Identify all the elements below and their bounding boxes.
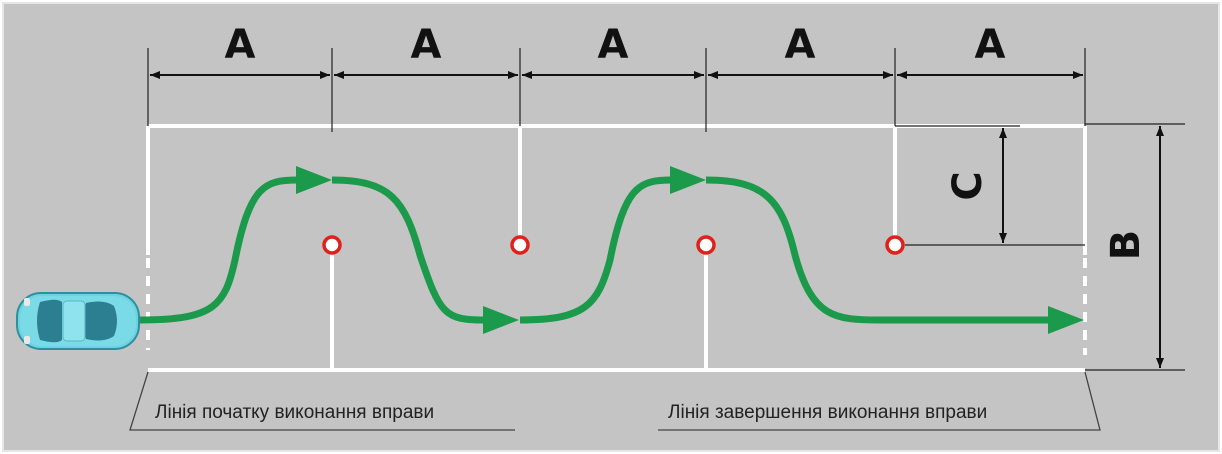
dim-label-a-5: A <box>975 22 1006 68</box>
path-segment-3 <box>519 176 673 324</box>
cone-partition-lines <box>330 126 897 370</box>
car-icon <box>16 292 140 350</box>
path-arrowheads <box>296 166 1084 334</box>
start-line-caption: Лінія початку виконання вправи <box>155 402 434 423</box>
path-arrowhead-4 <box>1048 306 1084 334</box>
path-segment-2 <box>331 176 486 324</box>
cone-markers <box>322 235 905 255</box>
start-caption-leader <box>129 371 515 431</box>
dimension-guides <box>147 48 1185 371</box>
path-segment-1 <box>139 176 299 324</box>
dim-label-b: B <box>1103 230 1149 261</box>
path-arrowhead-2 <box>483 306 519 334</box>
path-arrowhead-1 <box>296 166 332 194</box>
path-arrowhead-3 <box>670 166 706 194</box>
cone-marker-icon <box>696 235 716 255</box>
cone-marker-icon <box>885 235 905 255</box>
dim-label-c: C <box>945 171 991 200</box>
dim-label-a-2: A <box>411 22 442 68</box>
dim-label-a-1: A <box>225 22 256 68</box>
dim-label-a-4: A <box>785 22 816 68</box>
finish-line-caption: Лінія завершення виконання вправи <box>668 402 987 423</box>
cone-marker-icon <box>322 235 342 255</box>
dim-label-a-3: A <box>598 22 629 68</box>
cone-marker-icon <box>510 235 530 255</box>
path-segment-4 <box>705 176 1050 324</box>
finish-caption-leader <box>658 371 1101 431</box>
caption-leaders <box>129 371 1101 431</box>
slalom-path <box>139 176 1050 324</box>
